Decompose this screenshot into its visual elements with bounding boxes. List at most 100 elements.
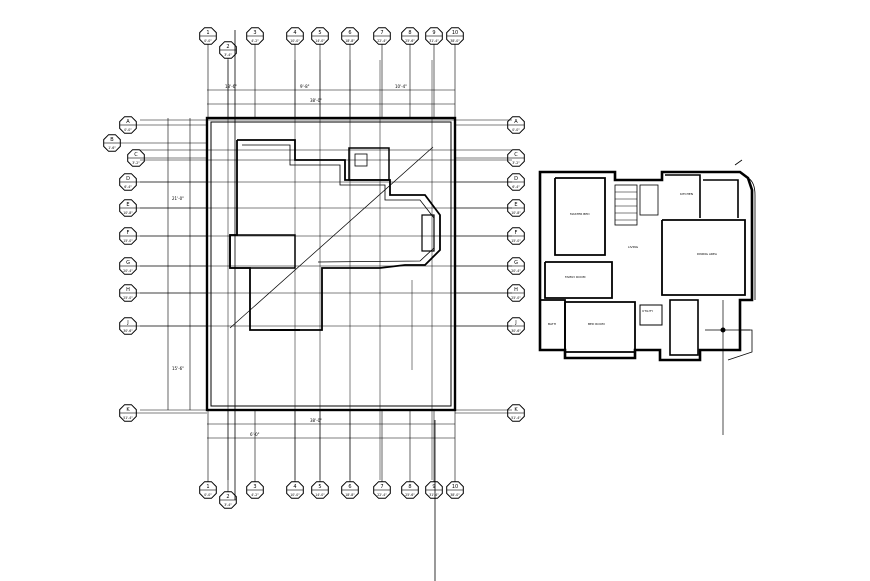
dim-top-total: 38'-0" [310,98,322,103]
left-bubble-sub-6: 20'-4" [123,269,133,273]
top-bubble-label-1: 2 [226,44,229,50]
top-bubble-2: 3 4'-2" [246,27,264,118]
bottom-bubble-label-8: 9 [432,484,435,490]
right-bubble-2: C3'-2" [455,149,525,167]
dim-top-3: 10'-4" [395,84,407,89]
right-bubble-0: A 0'-0" [455,116,525,134]
right-bubble-sub-0: 0'-0" [512,128,520,132]
left-bubble-label-2: C [134,152,138,158]
left-bubble-label-7: H [126,287,130,293]
right-bubble-sub-3: 6'-4" [512,185,520,189]
dim-top-1: 18'-6" [225,84,237,89]
room-label-utility: UTILITY [642,309,653,313]
room-label-family: FAMILY ROOM [565,275,586,279]
top-bubble-sub-9: 38'-0" [450,39,460,43]
bottom-bubble-label-9: 10 [452,484,458,490]
top-bubble-sub-7: 25'-6" [405,39,415,43]
left-bubble-label-6: G [126,260,130,266]
top-bubble-9: 10 38'-0" [446,27,464,118]
right-grid-bubbles: A0'-0"C3'-2"D6'-4"E10'-8"F15'-0"G20'-4"H… [455,116,525,422]
room-labels: MASTER BED KITCHEN LIVING DINING AREA FA… [548,192,718,326]
bottom-bubble-sub-4: 14'-0" [315,493,325,497]
bottom-bubble-label-3: 4 [293,484,296,490]
dimension-labels: 18'-6" 9'-8" 10'-4" 38'-0" 6'-0" 38'-0" … [172,84,407,437]
bottom-bubble-label-4: 5 [318,484,321,490]
bottom-bubble-label-2: 3 [253,484,256,490]
dim-left-1: 21'-0" [172,196,184,201]
right-bubble-sub-4: 10'-8" [511,211,521,215]
room-label-master-bed: MASTER BED [570,212,590,216]
bottom-bubble-sub-0: 0'-0" [204,493,212,497]
top-bubble-label-3: 4 [293,30,296,36]
left-bubble-sub-4: 10'-8" [123,211,133,215]
top-bubble-0: 10'-0" [199,27,217,118]
left-bubble-sub-1: 1'-6" [108,146,116,150]
right-bubble-label-4: E [514,202,517,208]
bottom-bubble-label-7: 8 [408,484,411,490]
bottom-grid-bubbles: 10'-0"23'-4"34'-2"410'-0"514'-0"618'-8"7… [199,410,464,509]
left-bubble-label-4: E [126,202,129,208]
dim-bottom-total: 38'-0" [310,418,322,423]
left-bubble-label-5: F [127,230,130,236]
left-bubble-sub-7: 25'-0" [123,296,133,300]
right-bubble-label-6: G [514,260,518,266]
top-bubble-label-4: 5 [318,30,321,36]
left-bubble-label-1: B [110,137,114,143]
left-bubble-1: B 1'-6" [103,134,207,152]
top-bubble-label-9: 10 [452,30,458,36]
left-bubble-label-0: A [126,119,130,125]
left-bubble-label-9: K [126,407,130,413]
left-bubble-2: C 3'-2" [127,149,207,167]
left-grid-bubbles: A0'-0"B1'-6"C3'-2"D6'-4"E10'-8"F15'-0"G2… [103,116,207,422]
bottom-bubble-sub-6: 22'-4" [377,493,387,497]
bottom-bubble-7: 8 25'-6" [401,410,419,499]
foundation-plan [140,30,512,581]
dim-left-2: 15'-6" [172,366,184,371]
top-bubble-label-6: 7 [380,30,383,36]
top-bubble-sub-6: 22'-4" [377,39,387,43]
bottom-bubble-8: 9 31'-4" [425,410,443,499]
left-bubble-sub-8: 30'-6" [123,329,133,333]
left-bubble-sub-2: 3'-2" [132,161,140,165]
room-label-dining: DINING AREA [697,252,718,256]
bottom-bubble-sub-7: 25'-6" [405,493,415,497]
bottom-bubble-6: 722'-4" [373,410,391,499]
top-bubble-label-8: 9 [432,30,435,36]
left-bubble-label-3: D [126,176,130,182]
top-bubble-4: 514'-0" [311,27,329,118]
right-bubble-sub-7: 25'-0" [511,296,521,300]
right-bubble-label-9: K [514,407,518,413]
bottom-bubble-sub-1: 3'-4" [224,503,232,507]
bottom-bubble-sub-5: 18'-8" [345,493,355,497]
bottom-bubble-2: 34'-2" [246,410,264,499]
top-bubble-sub-2: 4'-2" [251,39,259,43]
bottom-bubble-label-1: 2 [226,494,229,500]
left-bubble-sub-9: 51'-4" [123,416,133,420]
bottom-bubble-sub-3: 10'-0" [290,493,300,497]
top-grid-bubbles: 10'-0"23'-4"34'-2"410'-0"514'-0"618'-8"7… [199,27,464,118]
top-bubble-label-2: 3 [253,30,256,36]
right-bubble-9: K51'-4" [455,404,525,422]
top-bubble-label-5: 6 [348,30,351,36]
room-label-kitchen: KITCHEN [680,192,693,196]
left-bubble-9: K 51'-4" [119,404,207,422]
right-bubble-7: H 25'-0" [455,284,525,302]
left-bubble-sub-0: 0'-0" [124,128,132,132]
top-bubble-sub-1: 3'-4" [224,53,232,57]
left-bubble-sub-3: 6'-4" [124,185,132,189]
left-bubble-0: A 0'-0" [119,116,207,134]
top-bubble-label-7: 8 [408,30,411,36]
left-bubble-label-8: J [126,320,128,326]
right-bubble-label-0: A [514,119,518,125]
bottom-bubble-0: 10'-0" [199,410,217,499]
bottom-bubble-sub-8: 31'-4" [429,493,439,497]
right-bubble-label-3: D [514,176,518,182]
right-bubble-sub-5: 15'-0" [511,239,521,243]
dim-bottom-1: 6'-0" [250,432,260,437]
right-bubble-label-7: H [514,287,518,293]
top-bubble-6: 7 22'-4" [373,27,391,118]
top-bubble-8: 931'-4" [425,27,443,118]
right-bubble-sub-6: 20'-4" [511,269,521,273]
